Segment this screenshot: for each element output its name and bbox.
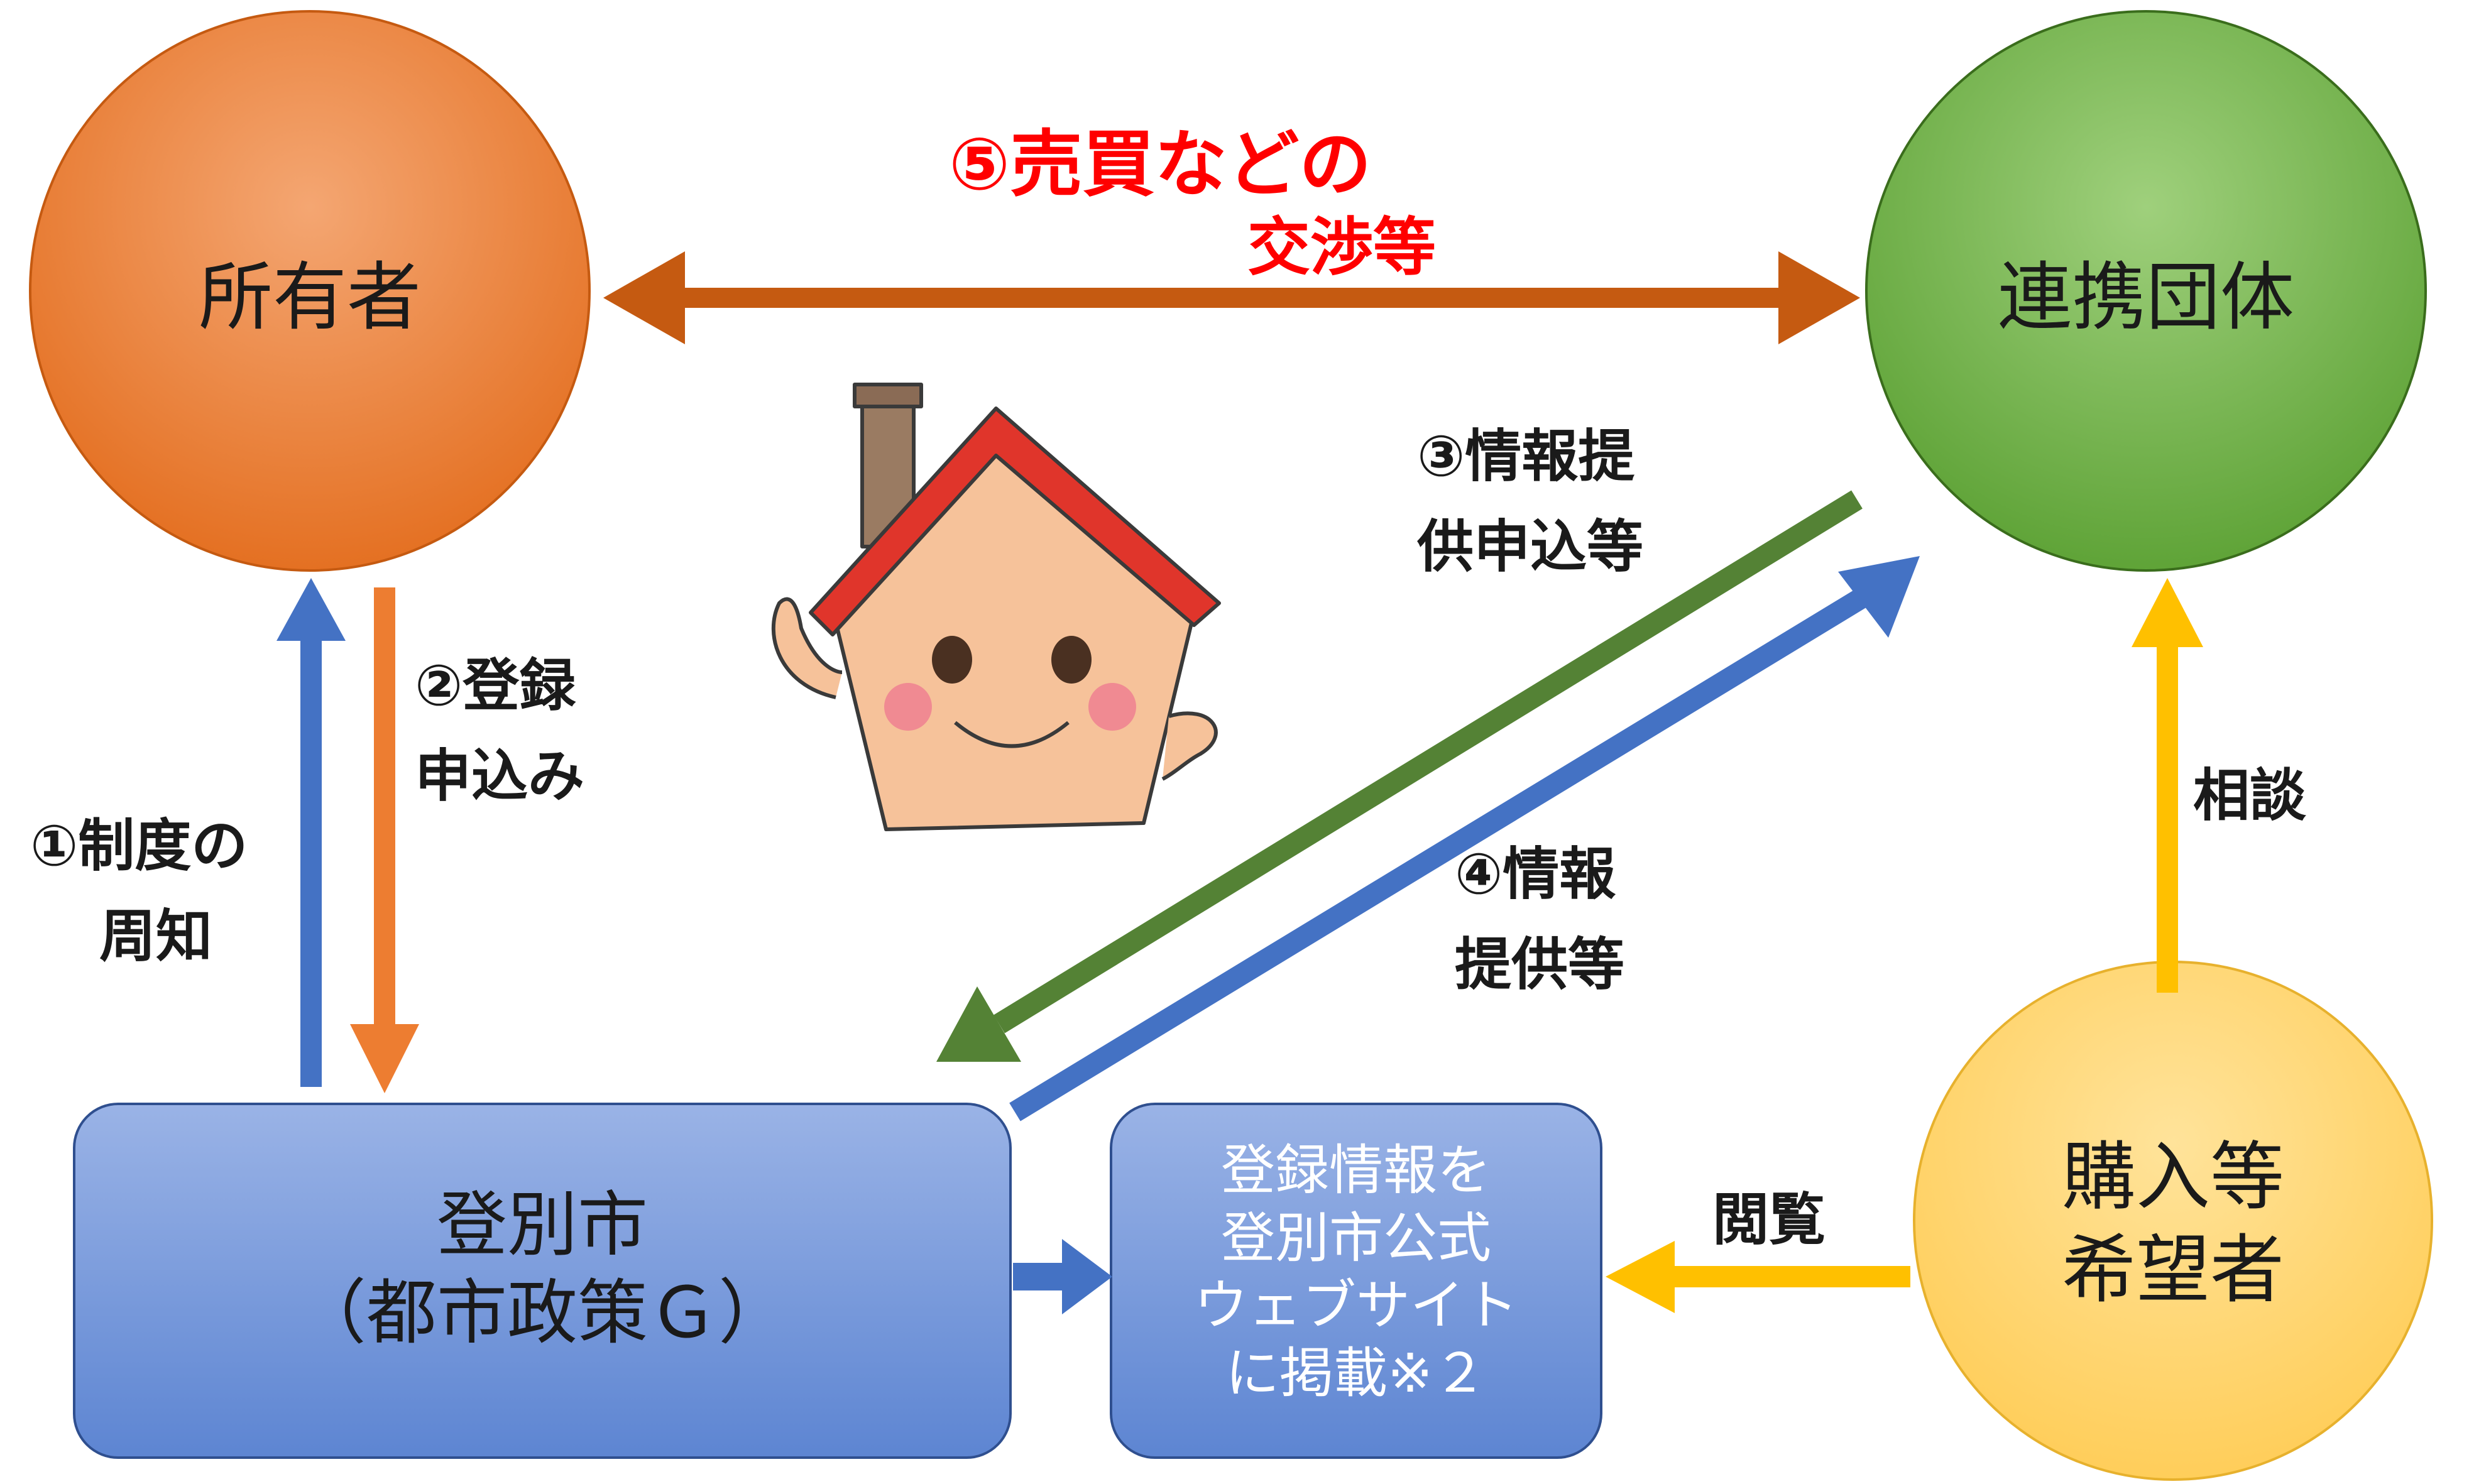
- step5-line1: ⑤売買などの: [949, 123, 1372, 207]
- step3-label: ③情報提 供申込等: [1417, 412, 1643, 592]
- step2-line1: ②登録: [415, 653, 576, 719]
- notice-arrow: [276, 578, 346, 1087]
- step2-line2: 申込み: [415, 743, 584, 809]
- step4-line1: ④情報: [1455, 841, 1616, 907]
- publish-arrow: [1013, 1239, 1112, 1314]
- buyer-label-line1: 購入等: [2061, 1133, 2284, 1220]
- city-label-line2: （都市政策Ｇ）: [296, 1272, 789, 1354]
- website-label-line1: 登録情報を: [1221, 1139, 1491, 1202]
- step5-label: ⑤売買などの 交渉等: [949, 107, 1514, 298]
- city-node: [73, 1103, 1012, 1459]
- city-label-line1: 登別市: [437, 1184, 648, 1266]
- step1-line2: 周知: [99, 903, 212, 969]
- website-label-line2: 登別市公式: [1221, 1206, 1491, 1270]
- website-label: 登録情報を 登別市公式 ウェブサイト に掲載※２: [1111, 1137, 1601, 1407]
- info-provide-arrow: [1009, 556, 1920, 1121]
- partner-node: [1865, 10, 2427, 572]
- step4-label: ④情報 提供等: [1455, 829, 1624, 1010]
- website-label-line4: に掲載※２: [1225, 1341, 1487, 1405]
- owner-node: [29, 10, 591, 572]
- house-mascot-icon: [771, 383, 1221, 831]
- browse-label: 閲覧: [1712, 1187, 1826, 1253]
- negotiation-arrow: [603, 251, 1860, 344]
- step3-line1: ③情報提: [1417, 423, 1635, 489]
- city-label: 登別市 （都市政策Ｇ）: [74, 1181, 1010, 1357]
- consult-label: 相談: [2193, 763, 2306, 829]
- consult-arrow: [2132, 578, 2203, 993]
- buyer-label-line2: 希望者: [2061, 1226, 2284, 1313]
- step1-label: ①制度の 周知: [30, 801, 248, 982]
- website-label-line3: ウェブサイト: [1194, 1274, 1518, 1337]
- step1-line1: ①制度の: [30, 813, 248, 879]
- buyer-label: 購入等 希望者: [1985, 1131, 2362, 1316]
- browse-arrow: [1606, 1241, 1910, 1313]
- partner-label: 連携団体: [1997, 254, 2294, 341]
- owner-label: 所有者: [198, 254, 421, 341]
- step4-line2: 提供等: [1455, 932, 1624, 998]
- website-node: [1110, 1103, 1602, 1459]
- info-request-arrow: [936, 490, 1863, 1062]
- step2-label: ②登録 申込み: [415, 641, 584, 822]
- step3-line2: 供申込等: [1417, 514, 1643, 580]
- registration-arrow: [350, 587, 419, 1093]
- step5-line2: 交渉等: [1247, 210, 1436, 284]
